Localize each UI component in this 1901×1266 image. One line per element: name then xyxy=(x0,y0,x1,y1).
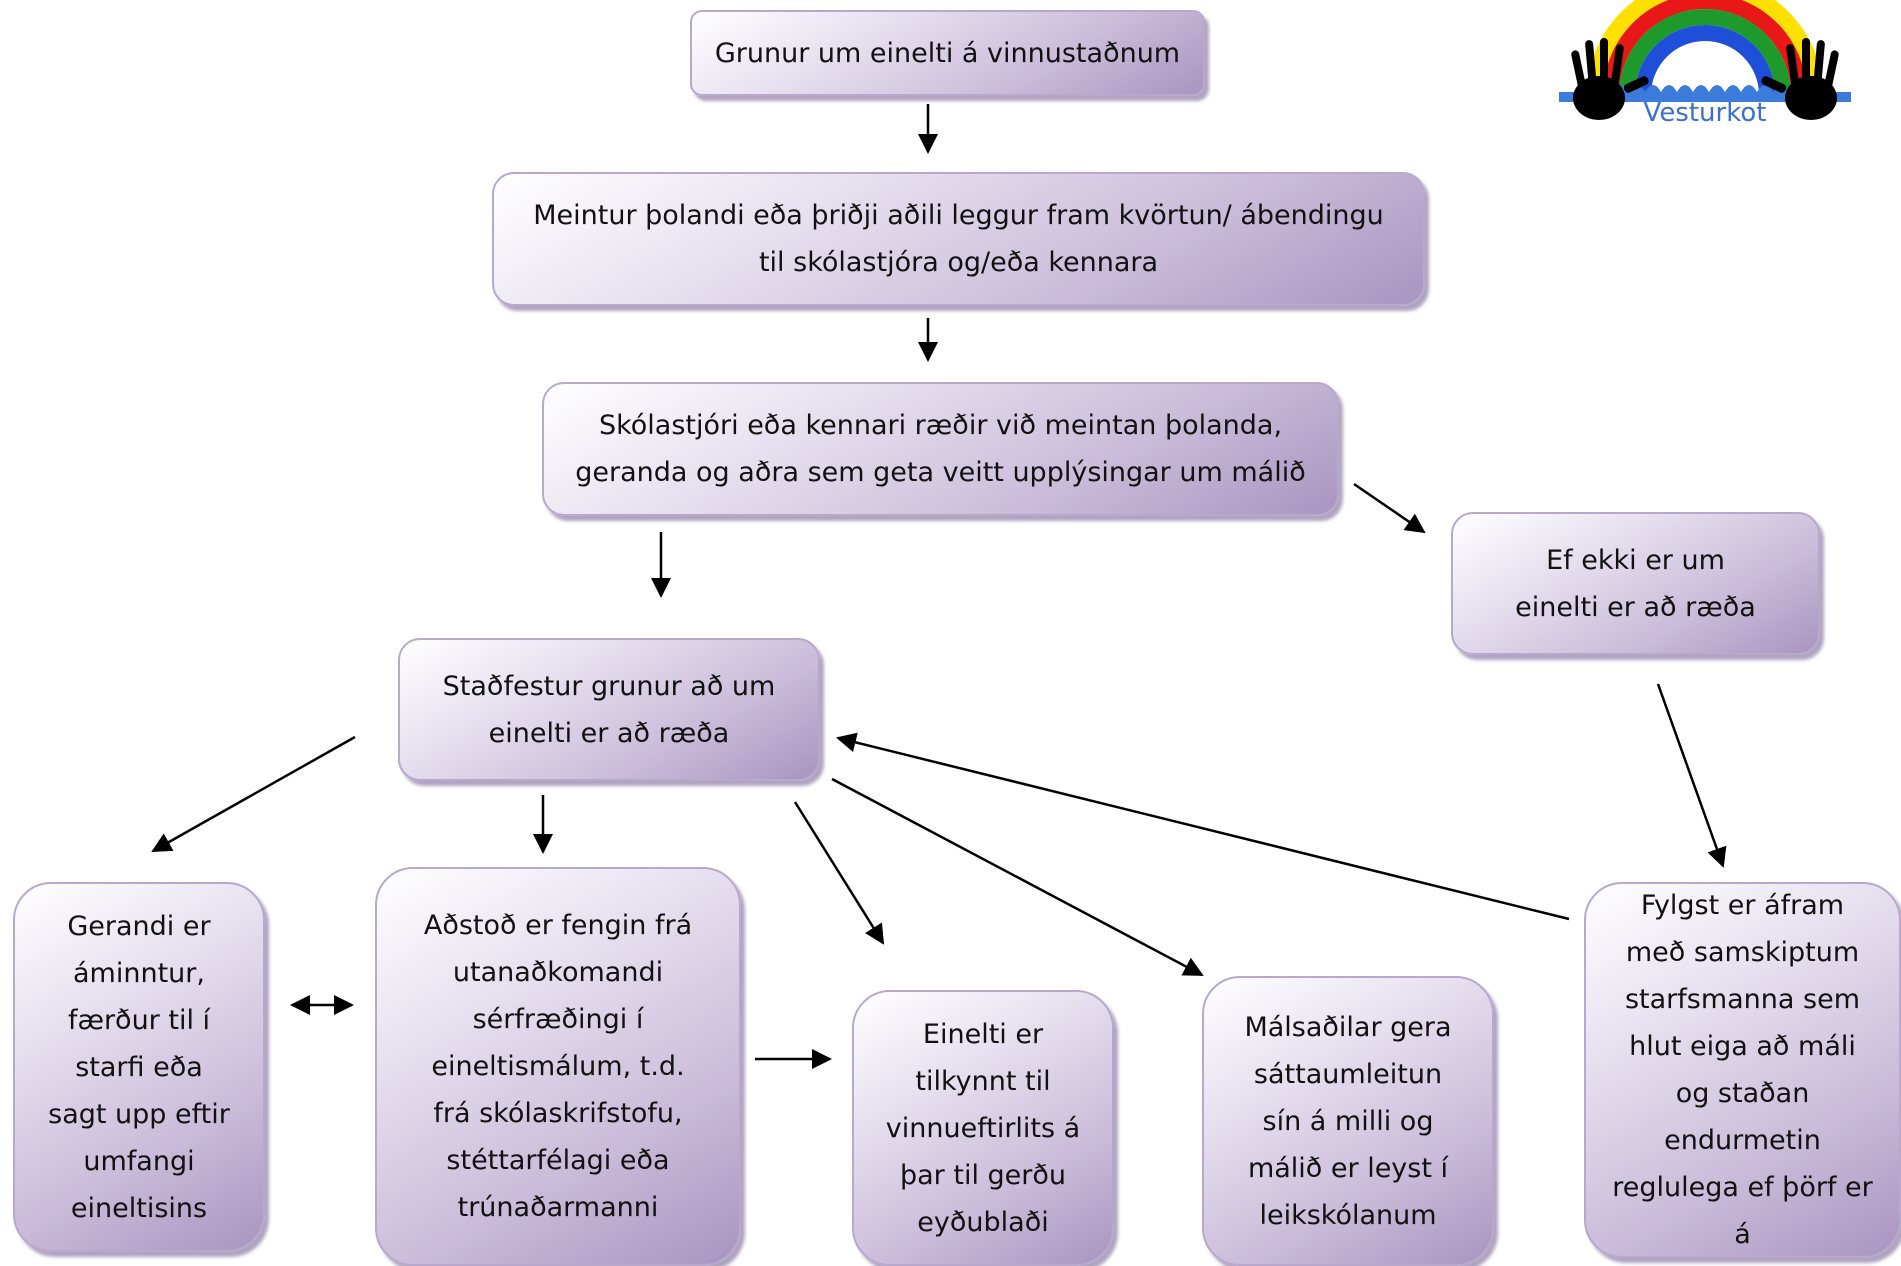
logo-text: Vesturkot xyxy=(1643,98,1767,128)
node-gerandi: Gerandi er áminntur, færður til í starfi… xyxy=(13,882,265,1252)
node-tilkynnt: Einelti er tilkynnt til vinnueftirlits á… xyxy=(852,990,1114,1266)
arrow-stadfestur-to-gerandi xyxy=(151,735,356,853)
node-tilkynnt-text: Einelti er tilkynnt til vinnueftirlits á… xyxy=(885,1018,1081,1238)
arrow-fylgst-to-stadfestur xyxy=(836,732,1570,921)
node-kvortun-text: Meintur þolandi eða þriðji aðili leggur … xyxy=(533,200,1384,278)
node-raedir: Skólastjóri eða kennari ræðir við meinta… xyxy=(542,382,1339,516)
node-fylgst-text: Fylgst er áfram með samskiptum starfsman… xyxy=(1612,890,1873,1250)
vesturkot-logo xyxy=(1559,0,1851,120)
arrow-stadfestur-to-tilkynnt xyxy=(793,801,885,945)
node-grunur: Grunur um einelti á vinnustaðnum xyxy=(690,10,1205,96)
node-adstod: Aðstoð er fengin frá utanaðkomandi sérfr… xyxy=(375,867,741,1266)
node-ekki-text: Ef ekki er um einelti er að ræða xyxy=(1515,544,1756,623)
node-stadfestur: Staðfestur grunur að um einelti er að ræ… xyxy=(398,638,820,781)
node-stadfestur-text: Staðfestur grunur að um einelti er að ræ… xyxy=(442,670,776,749)
node-ekki: Ef ekki er um einelti er að ræða xyxy=(1451,512,1820,655)
arrow-stadfestur-to-malsadilar xyxy=(831,777,1204,977)
node-kvortun: Meintur þolandi eða þriðji aðili leggur … xyxy=(492,172,1425,306)
node-raedir-text: Skólastjóri eða kennari ræðir við meinta… xyxy=(575,410,1306,488)
node-gerandi-text: Gerandi er áminntur, færður til í starfi… xyxy=(48,910,230,1224)
node-grunur-text: Grunur um einelti á vinnustaðnum xyxy=(714,37,1181,69)
node-adstod-text: Aðstoð er fengin frá utanaðkomandi sérfr… xyxy=(423,910,693,1223)
node-malsadilar: Málsaðilar gera sáttaumleitun sín á mill… xyxy=(1202,976,1494,1266)
node-malsadilar-text: Málsaðilar gera sáttaumleitun sín á mill… xyxy=(1244,1011,1452,1231)
arrow-raedir-to-ekki xyxy=(1353,482,1426,534)
arrow-ekki-to-fylgst xyxy=(1656,683,1727,868)
node-fylgst: Fylgst er áfram með samskiptum starfsman… xyxy=(1584,882,1901,1258)
